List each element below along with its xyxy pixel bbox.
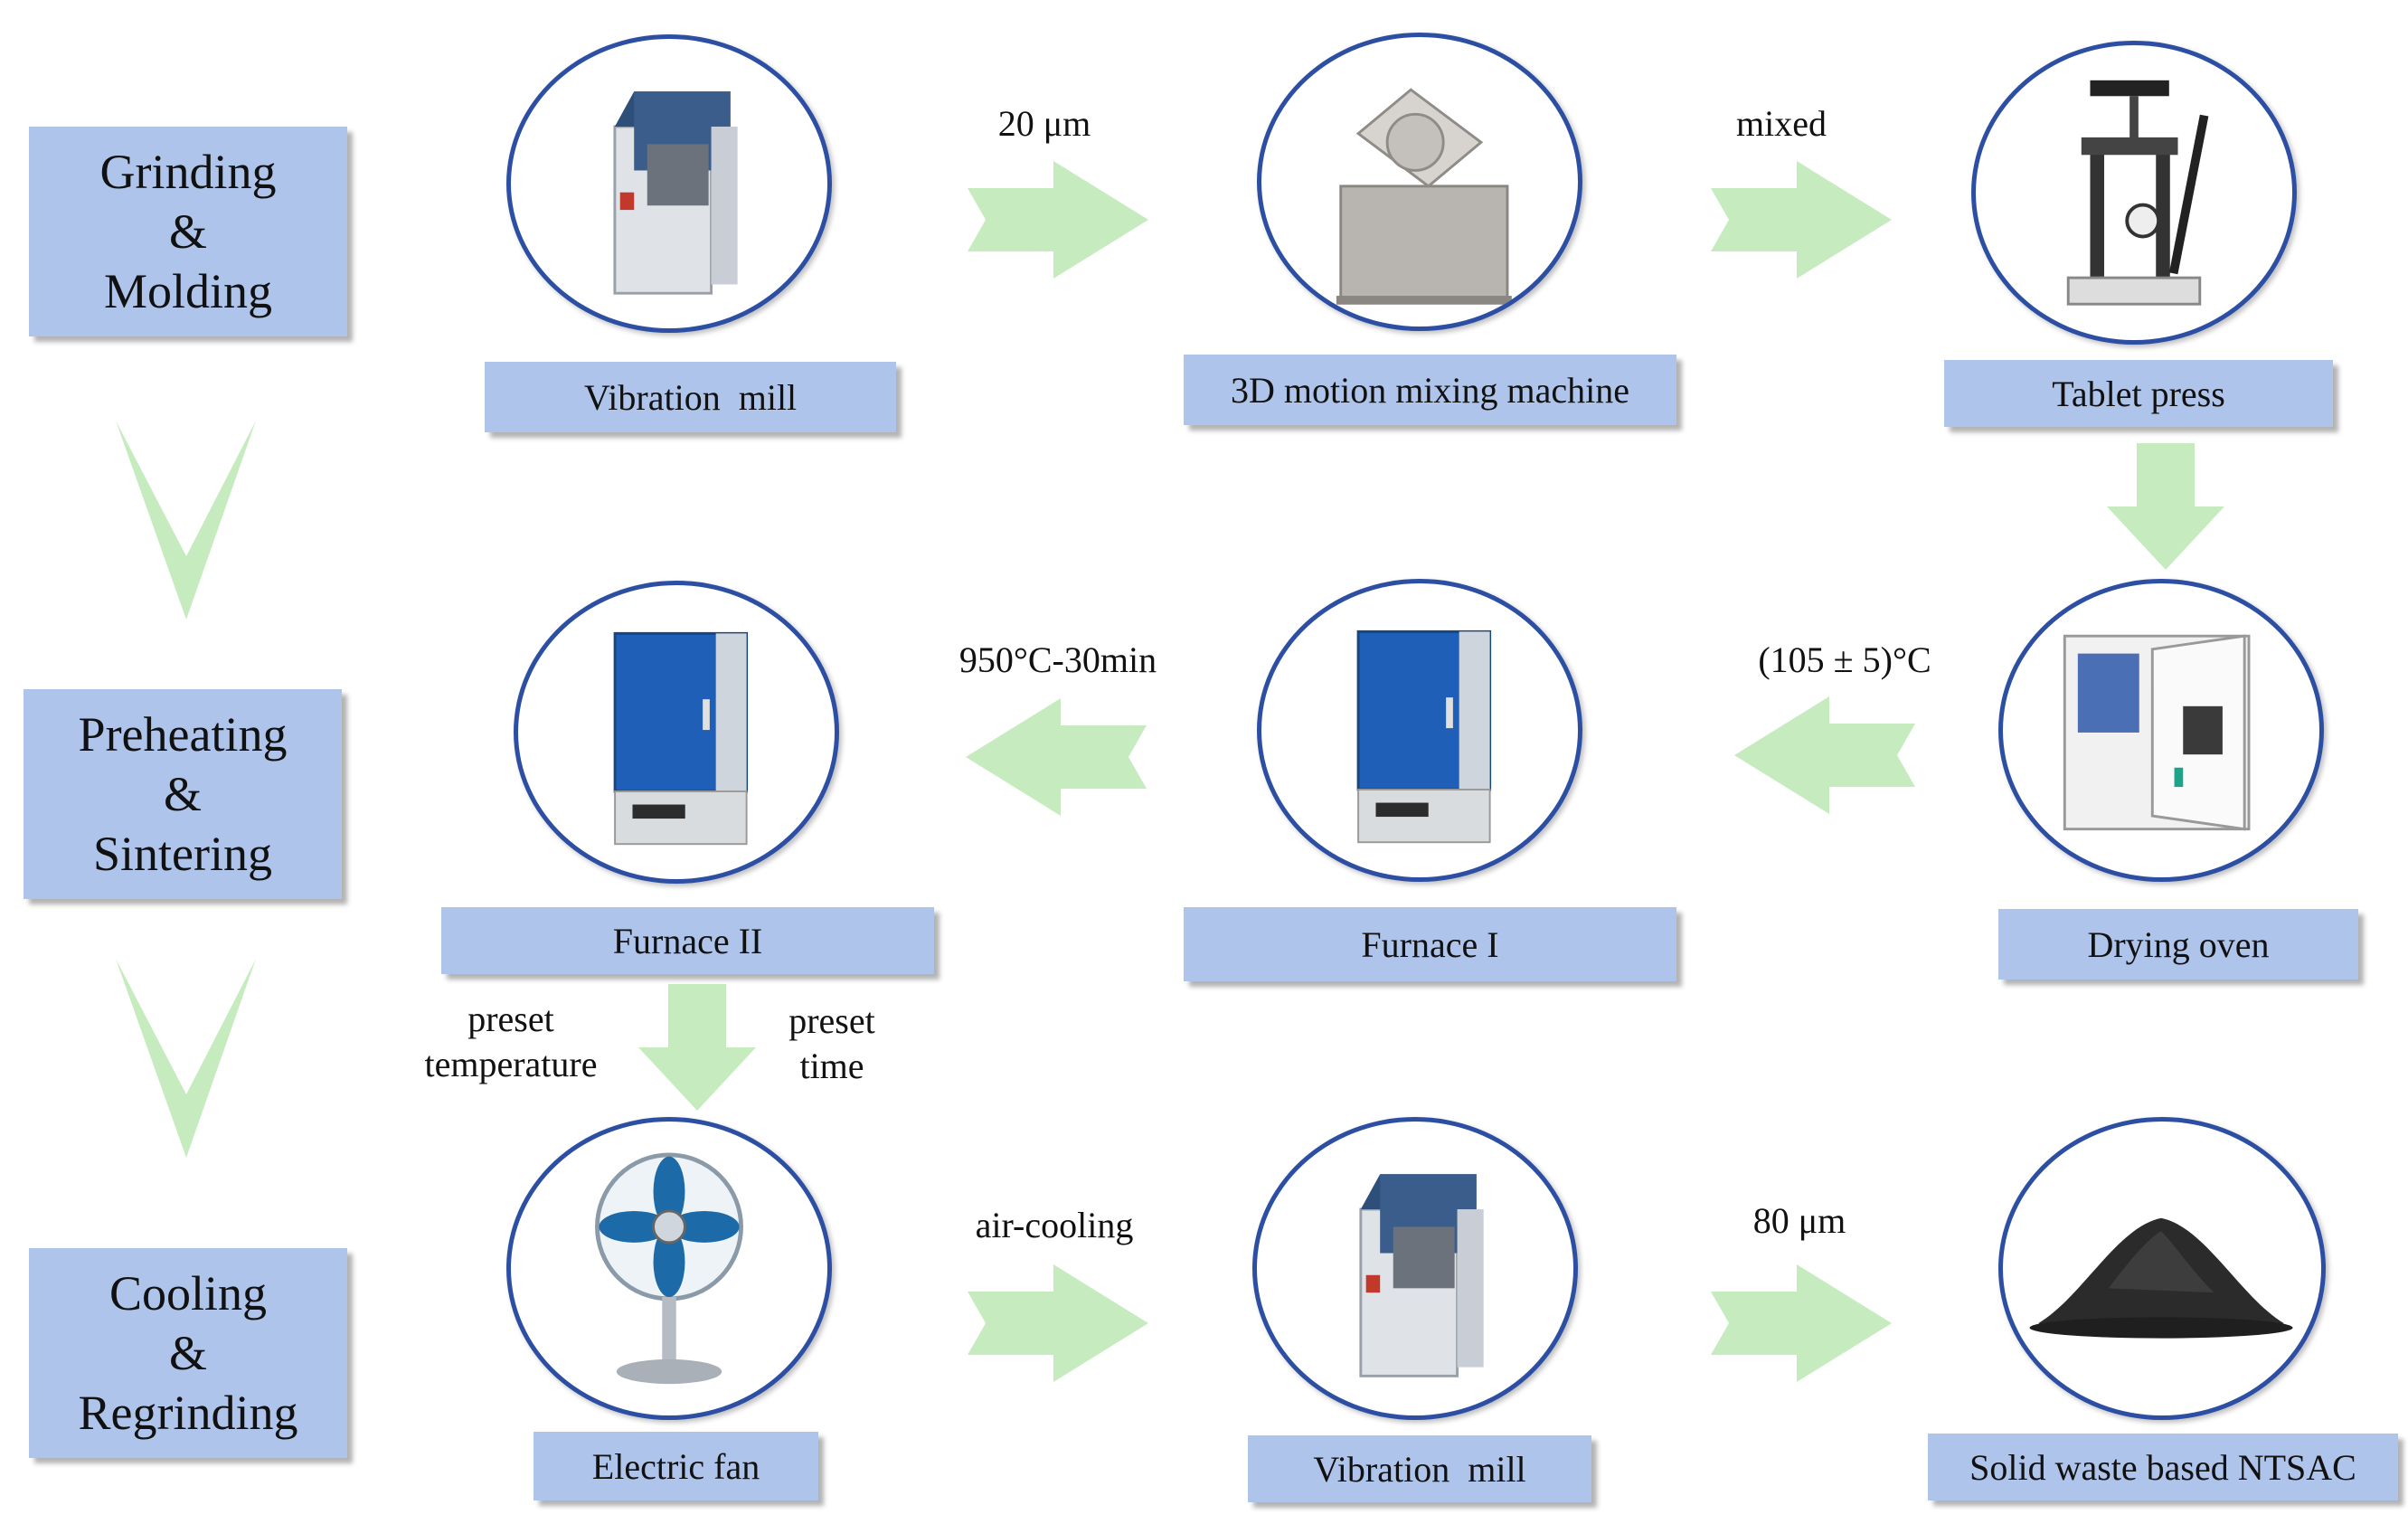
preset-time-note: preset time	[789, 1000, 875, 1086]
mill-to-mixer-condition: 20 μm	[997, 103, 1091, 144]
stage-chevron-down-icon	[116, 421, 256, 620]
stage-title-line: Regrinding	[78, 1386, 298, 1440]
tablet-press-label: Tablet press	[1944, 360, 2333, 427]
electric-fan-label: Electric fan	[534, 1432, 818, 1500]
stage-cooling-regrinding: Cooling & Regrinding	[29, 1248, 347, 1458]
vibration-mill-label: Vibration mill	[1248, 1435, 1591, 1502]
furnace-2-label: Furnace II	[441, 907, 934, 974]
mixing-machine-image	[1257, 33, 1582, 331]
arrow-left-icon	[1734, 696, 1915, 814]
mixing-machine-label: 3D motion mixing machine	[1184, 355, 1676, 425]
drying-oven-image	[1998, 579, 2324, 882]
vibration-mill-label: Vibration mill	[485, 362, 896, 432]
arrow-down-icon	[638, 984, 756, 1111]
vibration-mill-image	[506, 34, 832, 333]
stage-title-line: &	[163, 767, 202, 821]
electric-fan-image	[506, 1117, 832, 1420]
preset-temperature-note: preset temperature	[424, 999, 598, 1084]
vibration-mill-image	[1252, 1117, 1578, 1420]
arrow-down-icon	[2107, 443, 2224, 570]
stage-title-line: Molding	[103, 264, 273, 318]
arrow-right-icon	[968, 161, 1148, 279]
fan-to-mill-condition: air-cooling	[975, 1205, 1134, 1245]
mixer-to-press-condition: mixed	[1736, 103, 1827, 144]
stage-title-line: &	[168, 1326, 207, 1380]
stage-grinding-molding: Grinding & Molding	[29, 127, 347, 336]
stage-chevron-down-icon	[116, 959, 256, 1158]
furnace-1-image	[1257, 579, 1582, 882]
oven-to-furnace1-condition: (105 ± 5)°C	[1758, 639, 1931, 680]
stage-title-line: Grinding	[99, 145, 277, 199]
furnace1-to-furnace2-condition: 950°C-30min	[958, 639, 1157, 680]
arrow-right-icon	[968, 1264, 1148, 1382]
stage-title-line: &	[168, 204, 207, 259]
arrow-left-icon	[966, 698, 1147, 816]
furnace-1-label: Furnace I	[1184, 907, 1676, 981]
stage-preheating-sintering: Preheating & Sintering	[24, 689, 342, 899]
ntsac-product-label: Solid waste based NTSAC	[1928, 1434, 2398, 1500]
stage-title-line: Sintering	[93, 827, 272, 881]
furnace-2-image	[514, 581, 839, 884]
tablet-press-image	[1971, 41, 2297, 345]
ntsac-powder-image	[1998, 1117, 2326, 1420]
mill-to-product-condition: 80 μm	[1752, 1200, 1846, 1241]
stage-title-line: Preheating	[78, 707, 288, 762]
drying-oven-label: Drying oven	[1998, 909, 2358, 980]
arrow-right-icon	[1711, 1264, 1892, 1382]
stage-title-line: Cooling	[109, 1266, 268, 1320]
arrow-right-icon	[1711, 161, 1892, 279]
